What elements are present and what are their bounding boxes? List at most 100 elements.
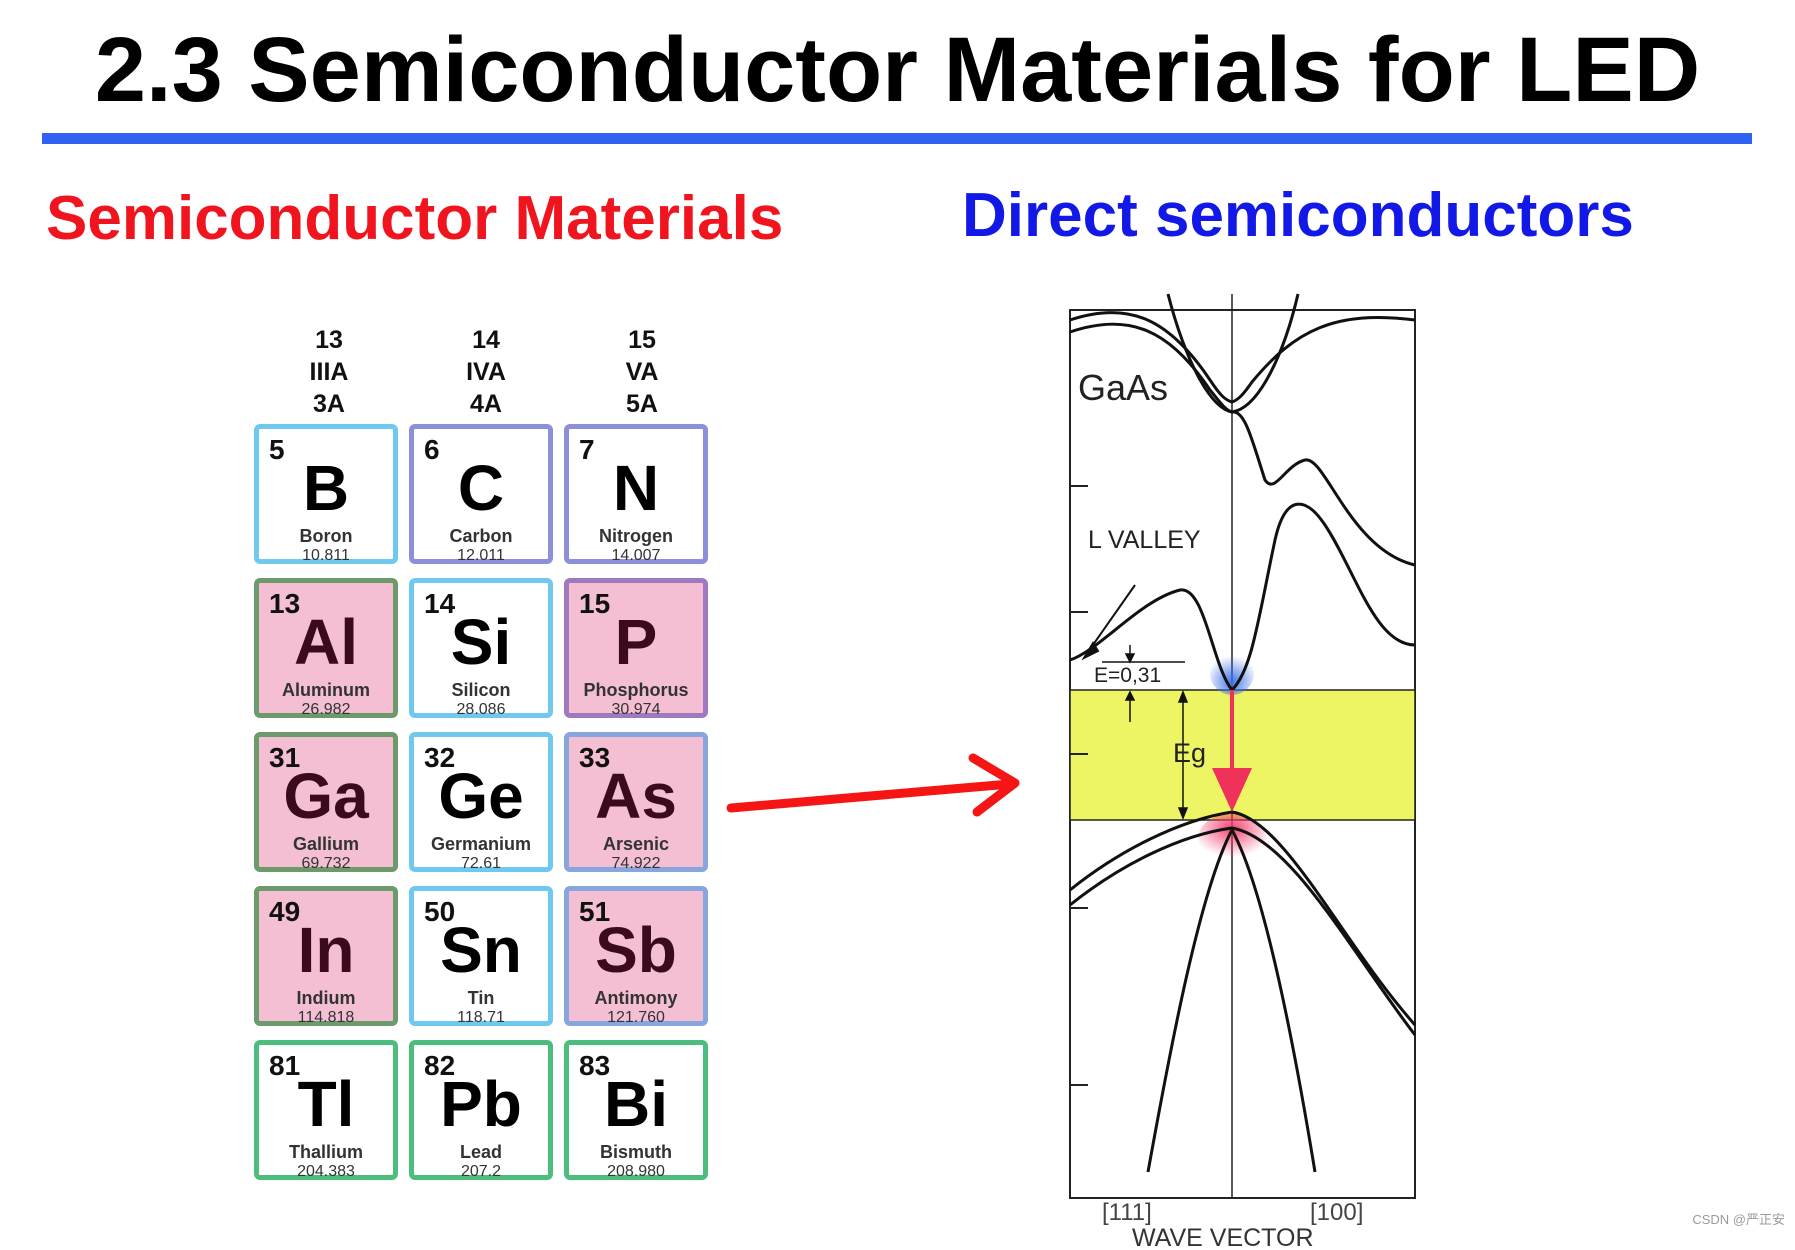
watermark: CSDN @严正安 — [1692, 1212, 1785, 1227]
atomic-mass: 72.61 — [460, 855, 502, 872]
atomic-mass: 74.922 — [611, 855, 661, 872]
element-symbol: As — [595, 760, 677, 832]
group-iupac: IVA — [466, 358, 506, 386]
valley-label: L VALLEY — [1088, 526, 1201, 554]
element-name: Antimony — [594, 988, 678, 1008]
lowest-conduction-band — [1069, 502, 1416, 693]
atomic-number: 15 — [579, 588, 611, 619]
group-iupac: IIIA — [309, 358, 349, 386]
atomic-number: 82 — [424, 1050, 456, 1081]
element-name: Nitrogen — [599, 526, 673, 546]
atomic-number: 81 — [269, 1050, 301, 1081]
atomic-mass: 28.086 — [456, 701, 506, 718]
element-name: Indium — [296, 988, 356, 1008]
atomic-mass: 121.760 — [607, 1009, 665, 1026]
atomic-number: 51 — [579, 896, 611, 927]
atomic-number: 33 — [579, 742, 611, 773]
element-symbol: Tl — [297, 1068, 355, 1140]
atomic-mass: 10.811 — [302, 547, 350, 564]
element-symbol: P — [614, 606, 658, 678]
l-valley-pointer — [1081, 584, 1136, 661]
atomic-number: 13 — [269, 588, 301, 619]
axis-ticks — [1070, 485, 1088, 1086]
pointer-arrow — [726, 753, 1020, 817]
band-gap-region — [1069, 689, 1416, 821]
group-number: 13 — [315, 326, 343, 354]
energy-offset-dimension — [1102, 645, 1185, 722]
element-symbol: C — [457, 452, 505, 524]
element-symbol: Al — [294, 606, 358, 678]
right-heading: Direct semiconductors — [962, 181, 1634, 250]
element-symbol: Ge — [438, 760, 524, 832]
transition-arrow — [1212, 690, 1252, 812]
element-symbol: Si — [450, 606, 512, 678]
element-name: Gallium — [292, 834, 359, 854]
element-name: Bismuth — [600, 1142, 672, 1162]
element-name: Phosphorus — [583, 680, 689, 700]
atomic-mass: 114.818 — [297, 1009, 355, 1026]
group-header-15: 15 VA 5A — [567, 324, 717, 420]
group-number: 15 — [628, 326, 656, 354]
element-name: Aluminum — [282, 680, 370, 700]
atomic-mass: 69.732 — [301, 855, 351, 872]
atomic-mass: 12.011 — [457, 547, 505, 564]
group-number: 14 — [472, 326, 500, 354]
atomic-number: 7 — [579, 434, 595, 465]
upper-band-1 — [1069, 311, 1416, 404]
atomic-mass: 30.974 — [611, 701, 661, 718]
valence-band-1 — [1069, 810, 1417, 1026]
x-right-label: [100] — [1310, 1199, 1363, 1226]
atomic-mass: 14.007 — [611, 547, 661, 564]
element-symbol: Pb — [440, 1068, 522, 1140]
conduction-parabola — [1166, 293, 1300, 414]
material-label: GaAs — [1078, 367, 1168, 408]
atomic-number: 83 — [579, 1050, 611, 1081]
group-cas: 4A — [470, 390, 502, 418]
group-cas: 3A — [313, 390, 345, 418]
atomic-mass: 207.2 — [460, 1163, 502, 1180]
group-header-14: 14 IVA 4A — [411, 324, 561, 420]
element-name: Silicon — [451, 680, 511, 700]
title-rule — [42, 133, 1752, 144]
x-axis-label: WAVE VECTOR — [1132, 1224, 1314, 1250]
atomic-number: 14 — [424, 588, 456, 619]
atomic-number: 50 — [424, 896, 456, 927]
element-name: Boron — [299, 526, 353, 546]
atomic-number: 6 — [424, 434, 440, 465]
x-left-label: [111] — [1102, 1199, 1152, 1226]
atomic-number: 49 — [269, 896, 301, 927]
group-header-13: 13 IIIA 3A — [254, 324, 404, 420]
band-structure-diagram: GaAs L VALLEY E=0,31 Eg [111] [100] WAVE… — [1069, 293, 1417, 1250]
element-symbol: B — [302, 452, 350, 524]
element-symbol: Sn — [440, 914, 522, 986]
element-name: Lead — [459, 1142, 502, 1162]
group-cas: 5A — [626, 390, 658, 418]
valence-band-3 — [1146, 826, 1317, 1173]
atomic-mass: 204.383 — [297, 1163, 355, 1180]
element-symbol: Sb — [595, 914, 677, 986]
element-symbol: Bi — [604, 1068, 668, 1140]
upper-band-2 — [1069, 322, 1416, 567]
valence-band-2 — [1069, 826, 1417, 1036]
atomic-number: 5 — [269, 434, 285, 465]
left-heading: Semiconductor Materials — [46, 184, 784, 253]
element-symbol: In — [297, 914, 355, 986]
group-iupac: VA — [625, 358, 659, 386]
atomic-number: 31 — [269, 742, 301, 773]
